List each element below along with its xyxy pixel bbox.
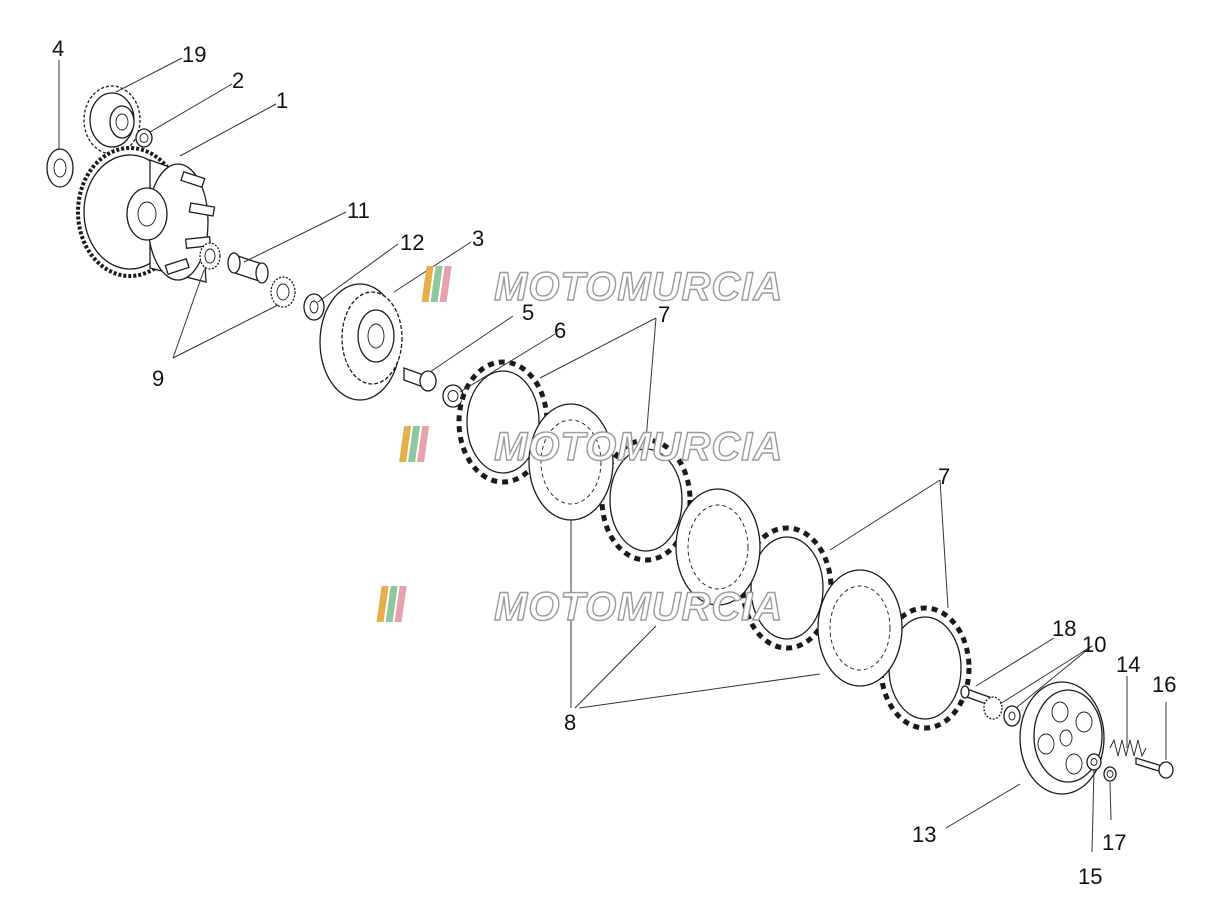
part-11-bushing	[227, 252, 269, 284]
watermark-stripe-2	[385, 586, 398, 622]
label-part-6: 6	[554, 318, 566, 343]
part-number-labels: 4 19 2 1 11 12 3 5 6 7 9 7 18 10 14 16 8…	[52, 36, 1176, 889]
watermark-stripe-3	[439, 266, 452, 302]
label-part-14: 14	[1116, 652, 1140, 677]
part-18-push-rod	[960, 685, 993, 707]
label-part-9: 9	[152, 366, 164, 391]
part-13-pressure-plate	[1019, 681, 1105, 795]
part-12-washer	[303, 293, 325, 321]
label-part-19: 19	[182, 42, 206, 67]
label-part-8: 8	[564, 710, 576, 735]
watermark-stripe-3	[417, 426, 430, 462]
label-part-7-upper: 7	[658, 302, 670, 327]
label-part-10: 10	[1082, 632, 1106, 657]
label-part-7-lower: 7	[938, 464, 950, 489]
watermark-stripe-2	[430, 266, 443, 302]
label-part-5: 5	[522, 300, 534, 325]
part-7-friction-plate-4	[878, 605, 972, 731]
label-part-2: 2	[232, 68, 244, 93]
part-2-nut	[135, 128, 153, 148]
watermark-stripe-3	[394, 586, 407, 622]
part-17-circlip	[1103, 766, 1117, 782]
part-8-steel-plate-2	[675, 488, 761, 606]
part-14-spring	[1109, 738, 1147, 758]
label-part-1: 1	[276, 88, 288, 113]
part-1-clutch-housing	[76, 146, 216, 283]
watermark-stripe-2	[408, 426, 421, 462]
leader-lines	[58, 57, 1167, 853]
label-part-3: 3	[472, 226, 484, 251]
part-16-screw	[1135, 757, 1174, 779]
part-3-clutch-hub	[319, 283, 403, 401]
label-part-13: 13	[912, 822, 936, 847]
watermark-text: MOTOMURCIA	[494, 425, 783, 469]
watermark-stripe-1	[399, 426, 412, 462]
label-part-4: 4	[52, 36, 64, 61]
label-part-12: 12	[400, 230, 424, 255]
part-7-friction-plate-1	[456, 359, 550, 485]
label-part-18: 18	[1052, 616, 1076, 641]
watermark-bottom: MOTOMURCIA	[376, 584, 783, 630]
part-4-washer	[46, 148, 74, 188]
label-part-15: 15	[1078, 864, 1102, 889]
watermark-text: MOTOMURCIA	[494, 585, 783, 629]
part-5-spacer	[403, 367, 437, 392]
part-8-steel-plate-1	[528, 403, 614, 521]
label-part-11: 11	[347, 198, 370, 223]
watermark-stripe-1	[421, 266, 434, 302]
part-15-washer	[1086, 753, 1102, 771]
part-6-nut	[442, 384, 464, 408]
label-part-16: 16	[1152, 672, 1176, 697]
watermark-stripe-1	[376, 586, 389, 622]
part-7-friction-plate-2	[599, 437, 693, 563]
watermark-middle: MOTOMURCIA	[399, 424, 783, 470]
watermark-top: MOTOMURCIA	[421, 264, 783, 310]
part-8-steel-plate-3	[817, 569, 903, 687]
watermark-text: MOTOMURCIA	[494, 265, 783, 309]
part-10-bearing	[983, 696, 1003, 720]
part-9-needle-bearing-a	[199, 242, 221, 270]
part-9-needle-bearing-b	[270, 276, 296, 308]
label-part-17: 17	[1102, 830, 1126, 855]
part-19-gear	[83, 85, 141, 155]
part-10-washer	[1003, 705, 1021, 727]
